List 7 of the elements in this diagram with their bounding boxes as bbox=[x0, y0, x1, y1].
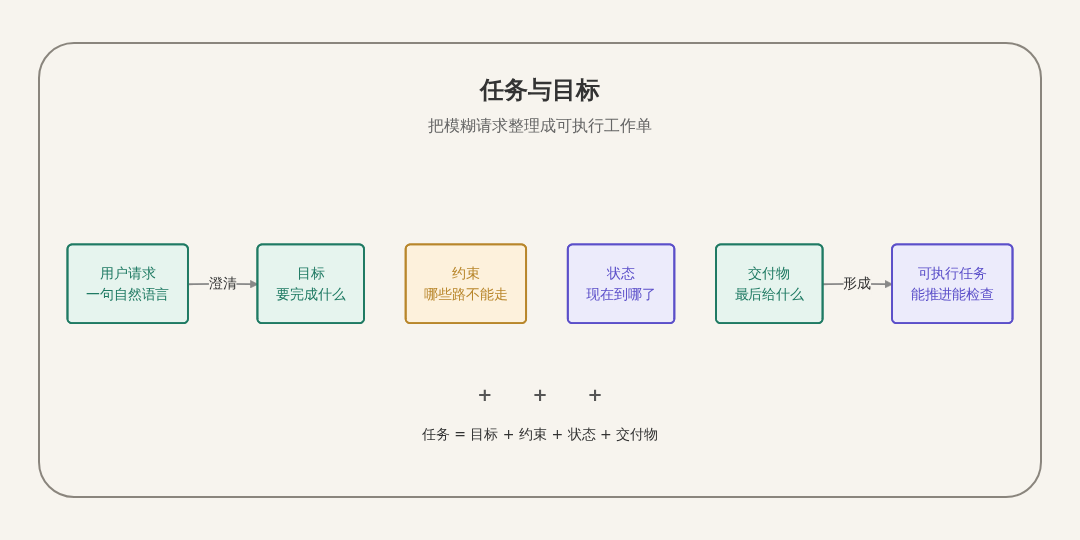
subtitle: 把模糊请求整理成可执行工作单 bbox=[428, 116, 652, 135]
plus-sign: + bbox=[477, 384, 493, 405]
plus-sign: + bbox=[587, 384, 603, 405]
formula-note: 任务 = 目标 + 约束 + 状态 + 交付物 bbox=[421, 426, 659, 442]
plus-sign: + bbox=[532, 384, 548, 405]
diagram-title: 任务与目标 bbox=[480, 76, 600, 104]
panel-border: 任务与目标 把模糊请求整理成可执行工作单 澄清 形成 用户请求 一句自然语言 目标 要完成什么 约束 哪些路不能走 状态 现在到哪了 交付物 最后给什么 可执行任务 能推进能检查 + + + 任务 = 目标 + 约束 + 状态 + 交付物 bbox=[38, 42, 1042, 498]
